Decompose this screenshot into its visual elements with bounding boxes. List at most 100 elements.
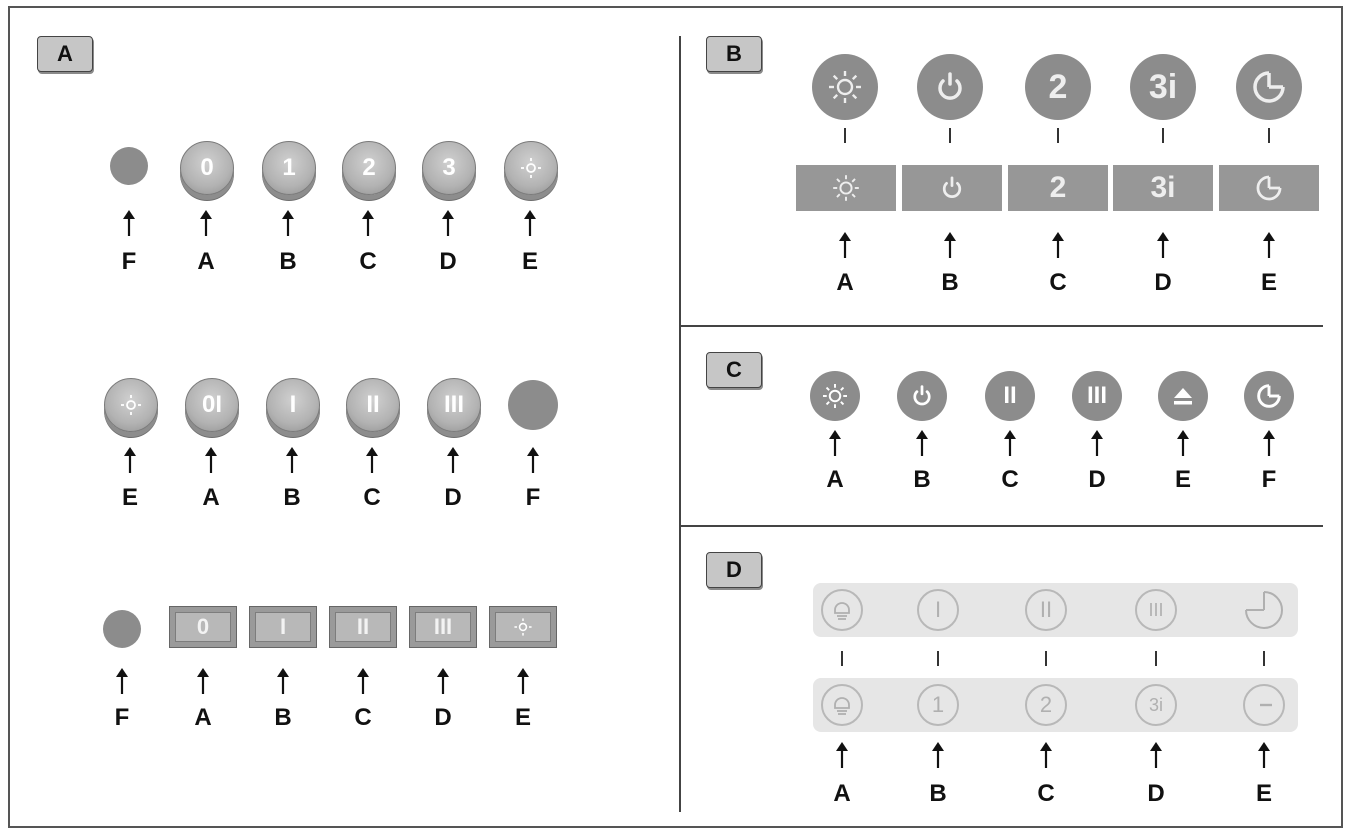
timer-icon [1256,175,1282,201]
arrow-up [944,232,956,258]
callout-label: D [1147,780,1165,807]
button-timer-f [1244,371,1294,421]
arrow-up [124,447,136,473]
indicator-light-f [110,147,148,185]
timer-icon [1253,71,1285,103]
arrow-up [357,668,369,694]
callout-label: B [274,704,292,731]
arrow-up [200,210,212,236]
callout-label: E [1255,780,1272,807]
panel-divider-cd [681,525,1323,527]
callout-label: D [1088,466,1106,493]
intensive-button-bottom-d: 3i [1135,684,1177,726]
arrow-up [932,742,944,768]
callout-label: C [359,248,377,275]
panel-tag-c: C [706,352,762,388]
light-icon [521,158,541,178]
speed-button-top-b: I [917,589,959,631]
knob-button-d: 3 [422,141,476,195]
callout-label: E [1174,466,1191,493]
arrow-up [282,210,294,236]
indicator-light-f [508,380,558,430]
indicator-light-f [103,610,141,648]
callout-label: F [114,704,130,731]
arrow-up [829,430,841,456]
speed-button-top-c: II [1025,589,1067,631]
callout-label: F [1261,466,1277,493]
callout-label: C [1037,780,1055,807]
button-intensive-d: 3i [1130,54,1196,120]
connector-tick [949,128,951,143]
callout-label: E [121,484,138,511]
knob-button-a: 0I [185,378,239,432]
connector-tick [844,128,846,143]
arrow-up [524,210,536,236]
callout-label: A [194,704,212,731]
rocker-button-d: III [409,606,477,648]
arrow-up [116,668,128,694]
button-eject-e [1158,371,1208,421]
bar-button-light-a [796,165,896,211]
callout-label: D [434,704,452,731]
callout-label: E [521,248,538,275]
arrow-up [839,232,851,258]
light-icon [823,384,847,408]
connector-tick [1268,128,1270,143]
off-button-bottom-e [1243,684,1285,726]
callout-label: B [913,466,931,493]
arrow-up [527,447,539,473]
lamp-icon [834,697,850,715]
knob-button-d: III [427,378,481,432]
light-icon [833,175,859,201]
rocker-button-e [489,606,557,648]
callout-label: B [941,269,959,296]
minus-icon [1260,703,1272,707]
callout-label: E [1260,269,1277,296]
callout-label: B [283,484,301,511]
speed-button-bottom-c: 2 [1025,684,1067,726]
button-power-b [917,54,983,120]
arrow-up [1052,232,1064,258]
button-speed-c: 2 [1025,54,1091,120]
arrow-up [1157,232,1169,258]
arrow-up [442,210,454,236]
callout-label: A [202,484,220,511]
arrow-up [366,447,378,473]
button-speed-c: II [985,371,1035,421]
callout-label: C [1001,466,1019,493]
light-icon [829,71,861,103]
eject-icon [1174,388,1192,405]
bar-button-power-b [902,165,1002,211]
callout-label: D [1154,269,1172,296]
arrow-up [277,668,289,694]
arrow-up [836,742,848,768]
rocker-button-b: I [249,606,317,648]
connector-tick [1263,651,1265,666]
arrow-up [1258,742,1270,768]
lamp-icon [834,602,850,620]
callout-label: A [826,466,844,493]
arrow-up [437,668,449,694]
power-icon [938,72,962,100]
callout-label: F [525,484,541,511]
connector-tick [1057,128,1059,143]
arrow-up [1091,430,1103,456]
knob-button-e [104,378,158,432]
arrow-up [517,668,529,694]
arrow-up [916,430,928,456]
lamp-button-bottom-a [821,684,863,726]
callout-label: C [363,484,381,511]
panel-tag-b: B [706,36,762,72]
arrow-up [1177,430,1189,456]
callout-label: D [444,484,462,511]
callout-label: C [1049,269,1067,296]
callout-label: C [354,704,372,731]
arrow-up [1150,742,1162,768]
connector-tick [1045,651,1047,666]
speed-button-bottom-b: 1 [917,684,959,726]
knob-button-c: II [346,378,400,432]
connector-tick [937,651,939,666]
connector-tick [841,651,843,666]
arrow-up [447,447,459,473]
arrow-up [123,210,135,236]
